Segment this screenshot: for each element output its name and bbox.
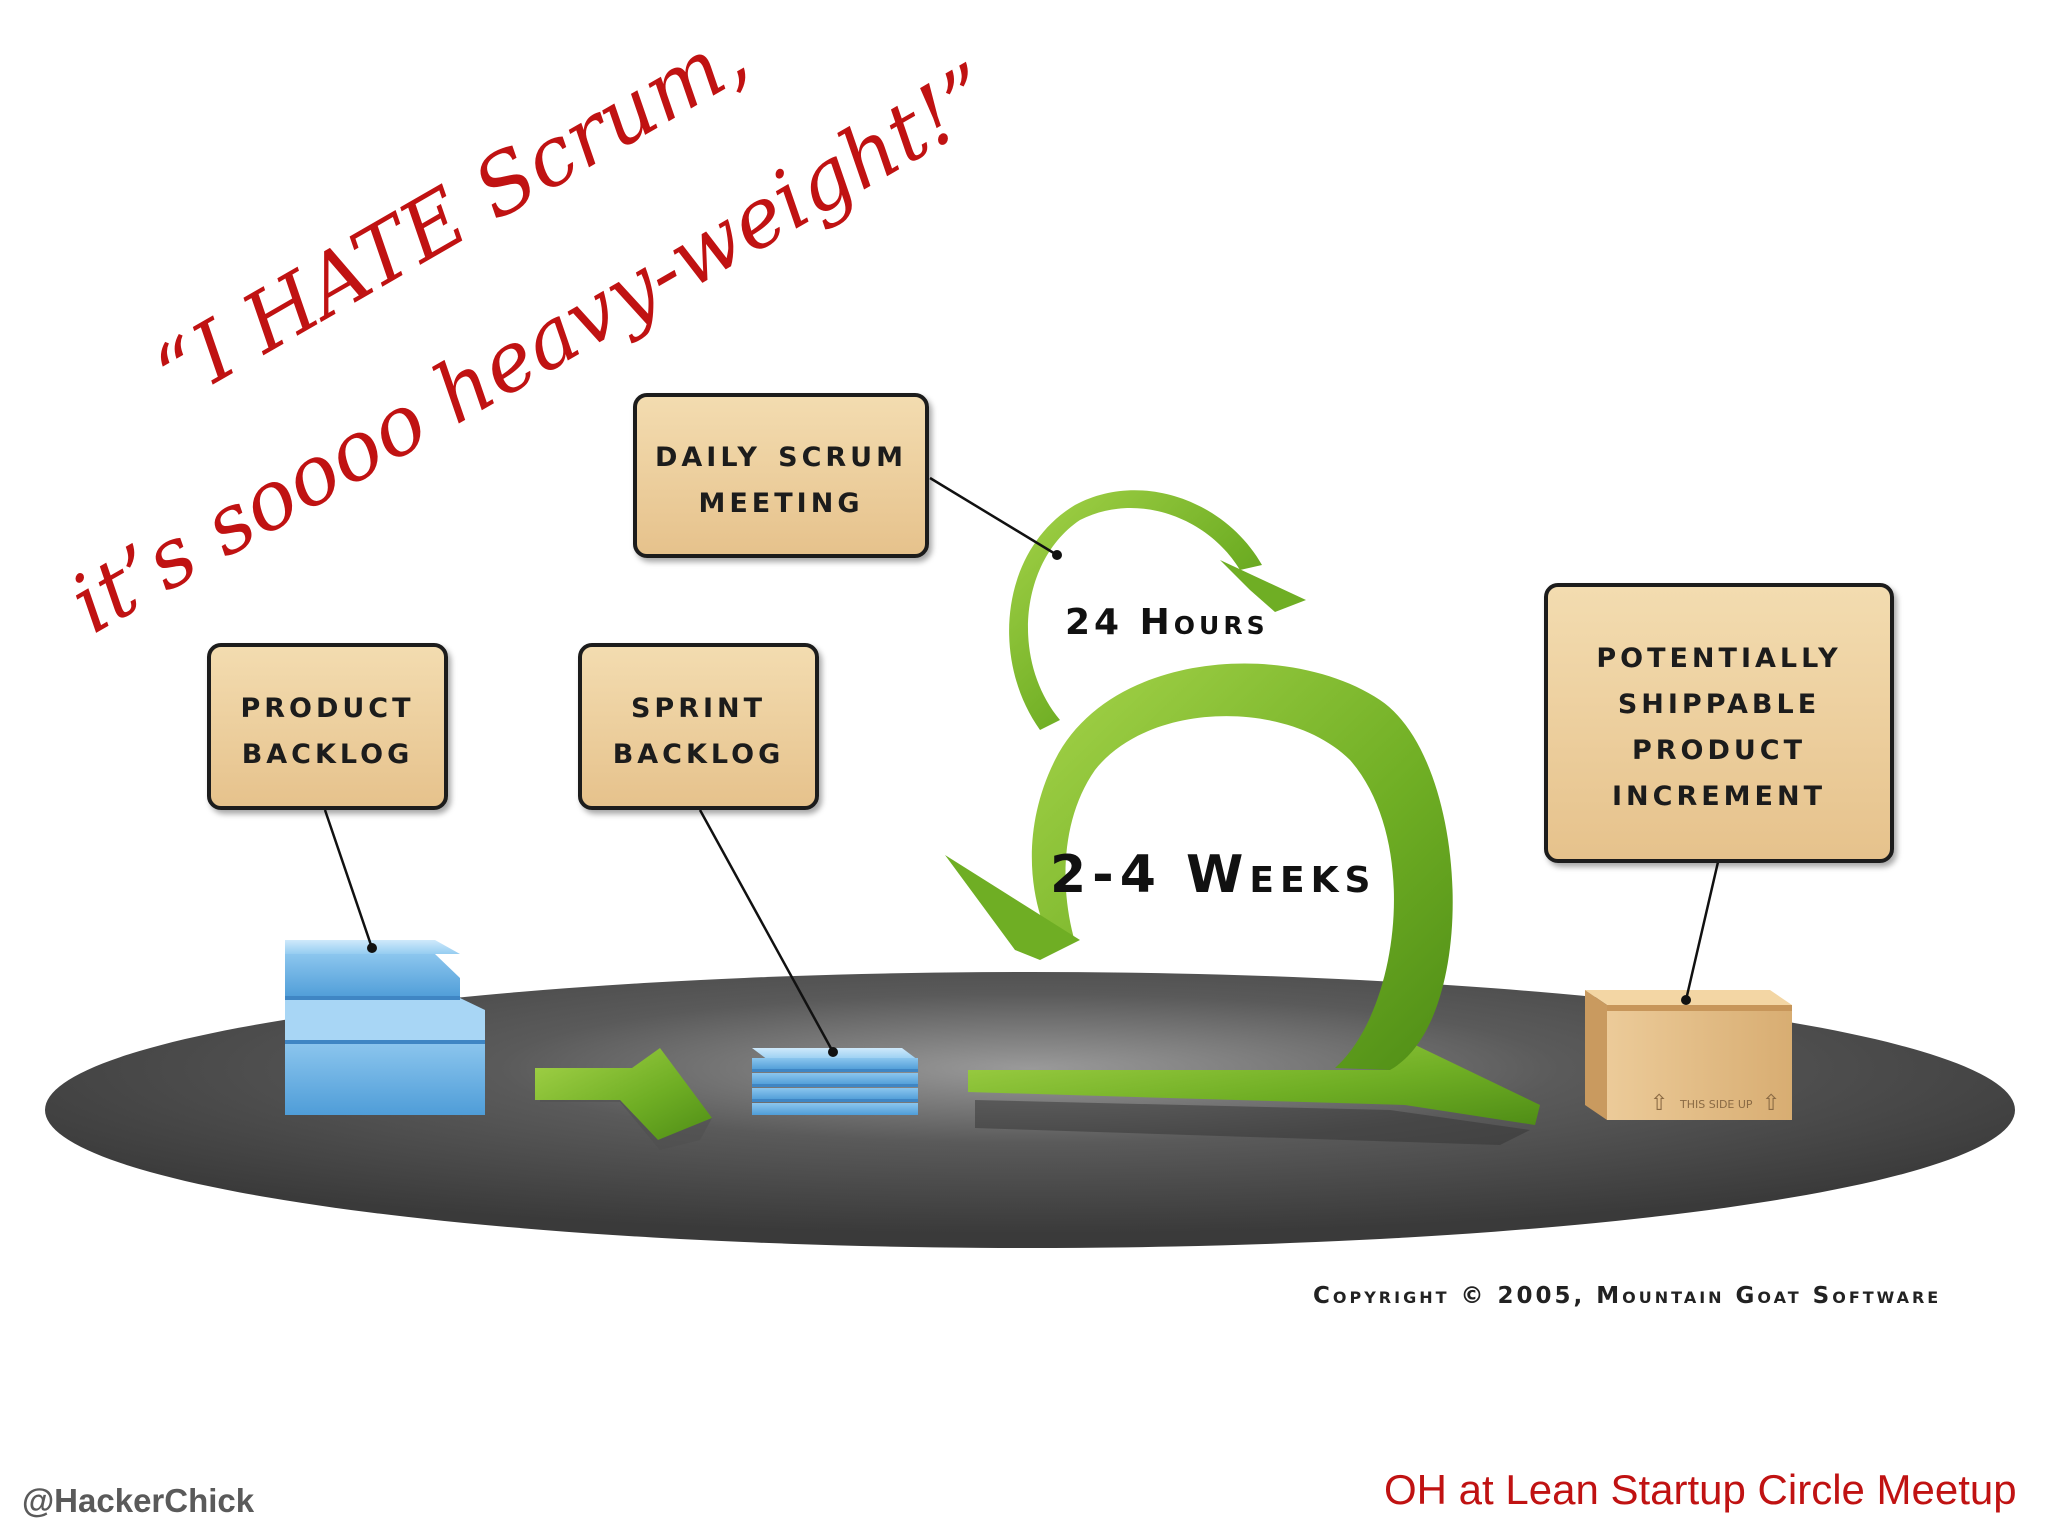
copyright-text: Copyright © 2005, Mountain Goat Software	[1313, 1283, 1942, 1309]
product-backlog-stack-icon	[285, 940, 485, 1115]
connector-lines	[323, 476, 1720, 1053]
arrow-small-icon	[535, 1048, 712, 1140]
sprint-backlog-label-2: Backlog	[612, 727, 785, 772]
author-handle: @HackerChick	[22, 1482, 255, 1519]
increment-label-1: Potentially	[1596, 632, 1842, 676]
daily-scrum-box: Daily Scrum Meeting	[633, 393, 929, 558]
product-backlog-label-1: Product	[240, 681, 415, 726]
product-backlog-box: Product Backlog	[207, 643, 448, 810]
shipping-box-icon: THIS SIDE UP ⇧ ⇧	[1585, 990, 1792, 1120]
svg-text:⇧: ⇧	[1762, 1091, 1780, 1116]
sprint-cycle-label: 2-4 Weeks	[1050, 845, 1377, 905]
svg-text:⇧: ⇧	[1650, 1091, 1668, 1116]
sprint-cycle-arrow-icon	[945, 490, 1540, 1145]
sprint-backlog-stack-icon	[752, 1048, 918, 1115]
package-text: THIS SIDE UP	[1679, 1098, 1753, 1111]
sprint-backlog-label-1: Sprint	[630, 681, 767, 726]
sprint-backlog-box: Sprint Backlog	[578, 643, 819, 810]
product-backlog-label-2: Backlog	[241, 727, 414, 772]
daily-scrum-label-2: Meeting	[698, 476, 864, 521]
increment-box: Potentially Shippable Product Increment	[1544, 583, 1894, 863]
increment-label-3: Product	[1631, 724, 1807, 768]
daily-scrum-label-1: Daily Scrum	[655, 430, 907, 475]
footer-caption: OH at Lean Startup Circle Meetup	[1384, 1466, 2017, 1513]
daily-cycle-label: 24 Hours	[1065, 602, 1269, 643]
increment-label-4: Increment	[1611, 770, 1827, 814]
increment-label-2: Shippable	[1617, 678, 1821, 722]
